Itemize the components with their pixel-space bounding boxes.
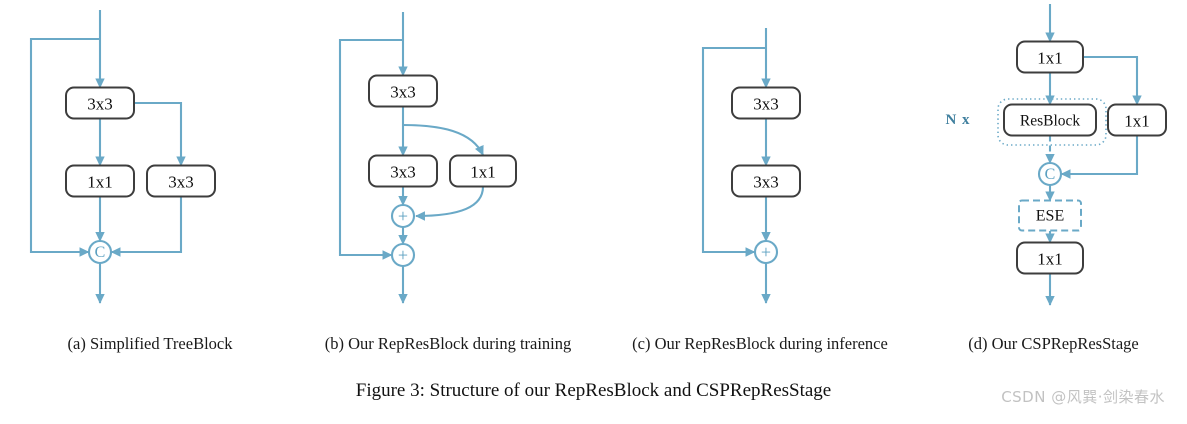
edge-conv1x1-to-shortcut xyxy=(1083,55,1142,106)
conv-3x3-first[interactable]: 3x3 xyxy=(731,86,801,120)
conv-1x1-entry[interactable]: 1x1 xyxy=(1016,40,1084,74)
conv-1x1-entry-label: 1x1 xyxy=(1037,49,1063,68)
concat-op-glyph: C xyxy=(1045,166,1056,183)
csdn-watermark: CSDN @风巽·剑染春水 xyxy=(1001,388,1165,406)
add-op-outer-glyph: + xyxy=(398,245,408,265)
edge-skip-to-add xyxy=(701,46,766,257)
panel-d-nodes: 1x1 ResBlock 1x1 ESE 1x1 xyxy=(1003,40,1167,275)
panel-a-graph: 3x3 1x1 3x3 C xyxy=(29,10,216,304)
edge-skip-to-add-outer xyxy=(338,38,403,260)
conv-1x1-branch[interactable]: 1x1 xyxy=(449,154,517,188)
conv-3x3-top-label: 3x3 xyxy=(87,95,113,114)
conv-1x1-shortcut-label: 1x1 xyxy=(1124,112,1150,131)
conv-1x1-left-label: 1x1 xyxy=(87,173,113,192)
add-op-inner-glyph: + xyxy=(398,206,408,226)
edge-curve-conv1x1-to-add-inner xyxy=(415,186,485,221)
subcaption-a: (a) Simplified TreeBlock xyxy=(67,334,233,353)
conv-1x1-branch-label: 1x1 xyxy=(470,163,496,182)
panel-c-graph: 3x3 3x3 + xyxy=(701,28,801,304)
panel-b-represblock-training: 3x3 3x3 1x1 + + xyxy=(300,0,610,330)
conv-3x3-first-label: 3x3 xyxy=(753,95,779,114)
concat-op-glyph: C xyxy=(95,244,106,261)
panel-a-simplified-treeblock: 3x3 1x1 3x3 C xyxy=(0,0,300,330)
edge-shortcut-to-concat xyxy=(1060,135,1139,179)
conv-3x3-right-label: 3x3 xyxy=(168,173,194,192)
conv-3x3-second[interactable]: 3x3 xyxy=(731,164,801,198)
panel-c-represblock-inference: 3x3 3x3 + xyxy=(630,0,920,330)
subcaption-d: (d) Our CSPRepResStage xyxy=(968,334,1139,353)
ese-block-label: ESE xyxy=(1036,208,1064,225)
ese-block[interactable]: ESE xyxy=(1018,199,1082,232)
edge-conv3x3-right-to-concat xyxy=(110,196,183,257)
conv-1x1-exit-label: 1x1 xyxy=(1037,250,1063,269)
add-op-glyph: + xyxy=(761,242,771,262)
concat-op[interactable]: C xyxy=(1037,161,1063,187)
edge-curve-to-conv1x1 xyxy=(402,123,484,156)
panel-b-nodes: 3x3 3x3 1x1 + + xyxy=(368,74,517,268)
conv-1x1-shortcut[interactable]: 1x1 xyxy=(1107,103,1167,137)
add-op-inner[interactable]: + xyxy=(390,203,416,229)
conv-3x3-mid-label: 3x3 xyxy=(390,163,416,182)
panel-c-nodes: 3x3 3x3 + xyxy=(731,86,801,265)
conv-3x3-right[interactable]: 3x3 xyxy=(146,164,216,198)
figure-caption: Figure 3: Structure of our RepResBlock a… xyxy=(355,380,832,401)
conv-3x3-top[interactable]: 3x3 xyxy=(368,74,438,108)
conv-3x3-mid[interactable]: 3x3 xyxy=(368,154,438,188)
edge-conv3x3-to-conv3x3-right xyxy=(134,101,186,167)
edge-skip-to-concat xyxy=(29,37,100,257)
subcaption-c: (c) Our RepResBlock during inference xyxy=(632,334,888,353)
add-op[interactable]: + xyxy=(753,239,779,265)
conv-3x3-top-label: 3x3 xyxy=(390,83,416,102)
resblock[interactable]: ResBlock xyxy=(1003,103,1097,137)
subcaption-row: (a) Simplified TreeBlock (b) Our RepResB… xyxy=(0,330,1187,364)
conv-1x1-exit[interactable]: 1x1 xyxy=(1016,241,1084,275)
subcaption-b: (b) Our RepResBlock during training xyxy=(324,334,572,353)
resblock-label: ResBlock xyxy=(1020,113,1081,130)
conv-1x1-left[interactable]: 1x1 xyxy=(65,164,135,198)
conv-3x3-top[interactable]: 3x3 xyxy=(65,86,135,120)
panel-b-graph: 3x3 3x3 1x1 + + xyxy=(338,12,517,304)
concat-op[interactable]: C xyxy=(87,239,113,265)
conv-3x3-second-label: 3x3 xyxy=(753,173,779,192)
panel-a-nodes: 3x3 1x1 3x3 C xyxy=(65,86,216,265)
add-op-outer[interactable]: + xyxy=(390,242,416,268)
panel-d-csprepresstage: N x 1x1 ResBlock 1x1 ESE xyxy=(930,0,1187,330)
panel-d-graph: N x 1x1 ResBlock 1x1 ESE xyxy=(945,4,1167,306)
repeat-count-label: N x xyxy=(945,112,970,128)
